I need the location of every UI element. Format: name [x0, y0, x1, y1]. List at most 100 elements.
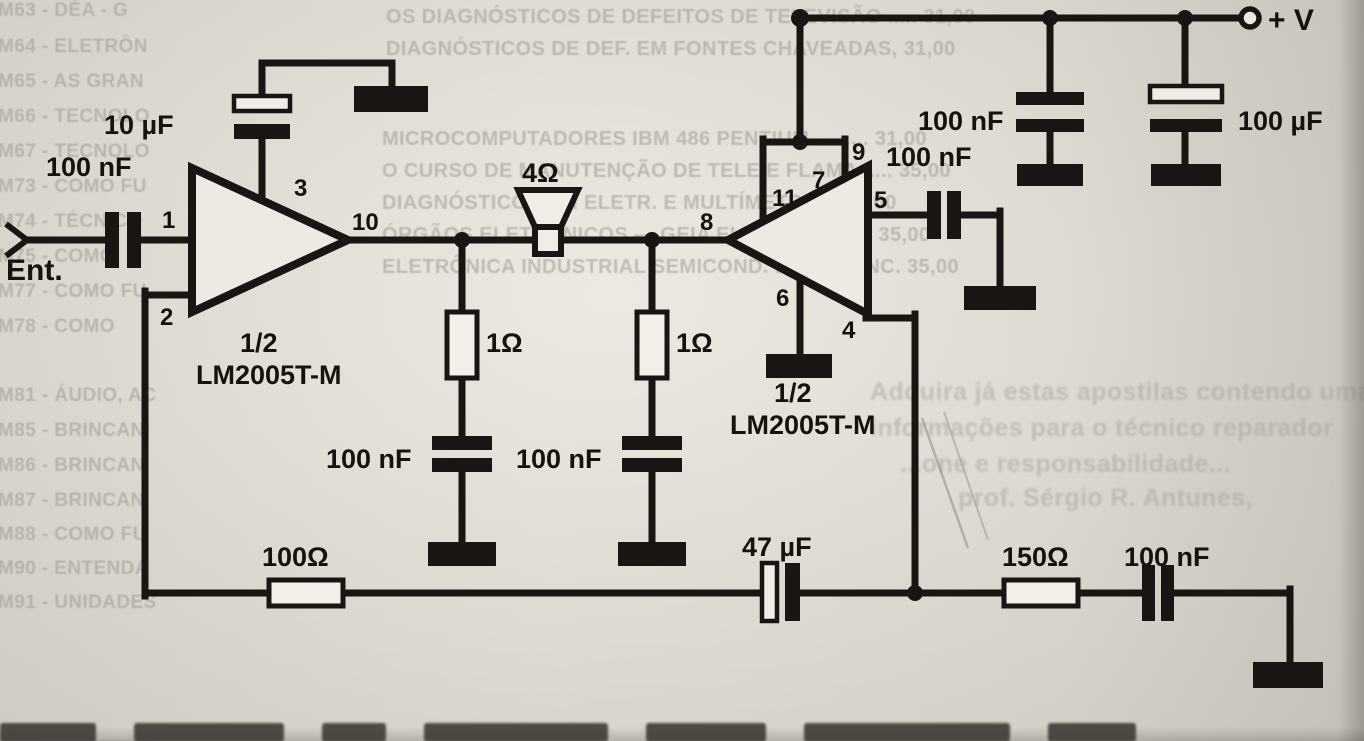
speaker-symbol — [513, 187, 583, 257]
feedback-resistor-150 — [1001, 577, 1081, 609]
ground-bar — [1017, 164, 1083, 186]
junction-dot — [454, 232, 470, 248]
speaker-driver — [532, 224, 564, 257]
power-terminal-icon — [1238, 6, 1262, 30]
zobel1-capacitor — [432, 436, 492, 472]
capacitor-plate-positive — [759, 560, 780, 624]
input-capacitor — [105, 212, 141, 268]
feedback-capacitor-47uF — [759, 560, 800, 624]
zobel1-resistor — [444, 309, 480, 381]
ground-bar — [766, 354, 832, 378]
amp2-pin4-label: 4 — [842, 317, 856, 344]
bleed-text: M64 - ELETRÔN — [0, 36, 148, 57]
scratch-marks — [920, 411, 989, 549]
capacitor-plate — [785, 563, 800, 621]
bleed-text: DIAGNÓSTICOS EM ELETR. E MULTÍMETROS, 31… — [382, 192, 897, 214]
cut-off-word — [1048, 723, 1136, 741]
cut-off-word — [322, 723, 386, 741]
capacitor-plate — [234, 124, 290, 139]
cut-off-word — [804, 723, 1010, 741]
output-cap-label: 100 nF — [886, 142, 972, 172]
cut-off-word — [0, 723, 96, 741]
bleed-text: OS DIAGNÓSTICOS DE DEFEITOS DE TELEVISÃO… — [386, 6, 976, 28]
ground-bar — [428, 542, 496, 566]
amp2-half-label: 1/2 — [774, 378, 812, 408]
bleed-text: DIAGNÓSTICOS DE DEF. EM FONTES CHAVEADAS… — [386, 38, 956, 60]
bleed-text: M91 - UNIDADES — [0, 592, 157, 613]
bleed-text: M90 - ENTENDA — [0, 558, 149, 579]
capacitor-plate — [105, 212, 119, 268]
capacitor-plate — [622, 436, 682, 450]
junction-dot — [907, 585, 923, 601]
capacitor-plate — [1016, 119, 1084, 132]
junction-dots — [454, 9, 1193, 601]
capacitor-plate — [432, 436, 492, 450]
supply-capacitor-small — [1016, 92, 1084, 132]
capacitor-plate — [947, 191, 961, 239]
bootstrap-capacitor — [231, 93, 293, 139]
opamp2-triangle — [719, 159, 872, 321]
amp2-part-label: LM2005T-M — [730, 410, 876, 440]
bleed-text: M66 - TECNOLO — [0, 106, 150, 127]
cut-off-word — [424, 723, 608, 741]
scan-edge-shadow — [1338, 0, 1364, 741]
capacitor-plate-positive — [231, 93, 293, 114]
feedback-cap2-label: 100 nF — [1124, 542, 1210, 572]
feedback-resistor-label: 100Ω — [262, 542, 329, 572]
ground-bar — [1151, 164, 1221, 186]
supply-capacitor-big — [1147, 83, 1225, 132]
power-rail-label: + V — [1268, 4, 1314, 37]
bleed-text: M67 - TECNOLO — [0, 141, 150, 162]
cut-off-word — [134, 723, 284, 741]
bleed-text: Adquira já estas apostilas contendo uma … — [870, 378, 1364, 406]
output-capacitor — [927, 191, 961, 239]
bleed-text: informações para o técnico reparador — [870, 414, 1334, 442]
scratch — [943, 411, 989, 541]
zobel1-resistor-label: 1Ω — [486, 328, 523, 358]
amp1-half-label: 1/2 — [240, 328, 278, 358]
capacitor-plate — [432, 458, 492, 472]
opamp1-triangle — [188, 161, 358, 319]
feedback-capacitor-100nF — [1142, 565, 1174, 621]
bleed-text: M65 - AS GRAN — [0, 71, 144, 92]
feedback-resistor-100 — [266, 577, 346, 609]
bleed-text: M87 - BRINCAN — [0, 490, 145, 511]
zobel2-capacitor — [622, 436, 682, 472]
cut-off-text-strip — [0, 723, 1364, 741]
bleed-text: M78 - COMO — [0, 316, 115, 337]
ground-bar — [354, 86, 428, 112]
amp2-pin11-label: 11 — [772, 185, 797, 212]
amp1-pin2-label: 2 — [160, 304, 173, 331]
capacitor-plate — [1016, 92, 1084, 105]
supply-cap-big-label: 100 µF — [1238, 106, 1323, 136]
amp2-pin8-label: 8 — [700, 209, 713, 236]
zobel2-cap-label: 100 nF — [516, 444, 602, 474]
capacitor-plate — [622, 458, 682, 472]
amp1-pin10-label: 10 — [352, 209, 379, 236]
bleed-text: M81 - ÁUDIO, AC — [0, 385, 157, 406]
zobel2-resistor-label: 1Ω — [676, 328, 713, 358]
scan-bottom-shadow — [0, 727, 1364, 741]
zobel2-resistor — [634, 309, 670, 381]
speaker-horn — [513, 187, 583, 230]
bleed-text: M86 - BRINCAN — [0, 455, 145, 476]
amp2-pin6-label: 6 — [776, 285, 789, 312]
speaker-label: 4Ω — [522, 158, 559, 188]
input-jack-icon — [4, 221, 32, 259]
scratch — [920, 417, 970, 549]
bleed-text: M73 - COMO FU — [0, 176, 147, 197]
ground-bar — [618, 542, 686, 566]
capacitor-plate — [1150, 119, 1222, 132]
junction-dot — [644, 232, 660, 248]
zobel1-cap-label: 100 nF — [326, 444, 412, 474]
junction-dot — [792, 134, 808, 150]
bleed-text: M85 - BRINCANI — [0, 420, 151, 441]
capacitor-plate-positive — [1147, 83, 1225, 105]
cut-off-word — [646, 723, 766, 741]
bootstrap-cap-label: 10 µF — [104, 110, 174, 140]
bleed-text: M75 - COMO — [0, 246, 115, 267]
bleed-text: M88 - COMO FU — [0, 524, 147, 545]
supply-cap-small-label: 100 nF — [918, 106, 1004, 136]
